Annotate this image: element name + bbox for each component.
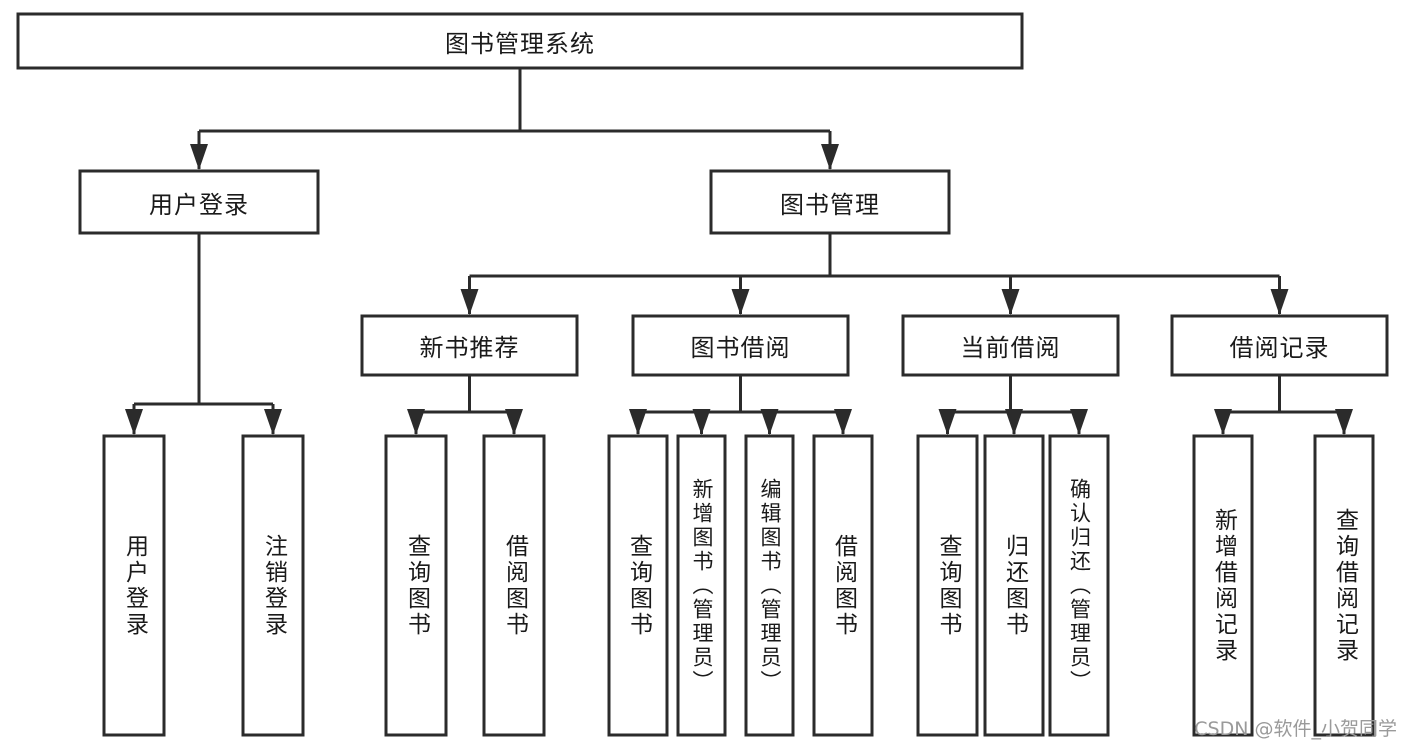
node-root-title[interactable] — [16, 12, 1024, 70]
node-leaf-user-login[interactable] — [102, 434, 166, 737]
node-leaf-query-book-1[interactable] — [384, 434, 448, 737]
arrow-head-icon — [760, 409, 779, 435]
arrow-head-icon — [692, 409, 711, 435]
arrow-head-icon — [1070, 409, 1088, 435]
arrow-head-icon — [190, 144, 208, 170]
node-leaf-return-book[interactable] — [983, 434, 1045, 737]
arrow-head-icon — [1214, 409, 1232, 435]
connector-lines — [132, 68, 1346, 434]
node-user-login[interactable] — [78, 169, 320, 235]
node-leaf-query-book-3[interactable] — [916, 434, 979, 737]
node-leaf-query-book-2[interactable] — [607, 434, 669, 737]
arrow-head-icon — [821, 144, 839, 170]
node-new-book-recommend[interactable] — [360, 314, 579, 377]
arrow-head-icon — [407, 409, 425, 435]
arrow-head-icon — [1270, 289, 1289, 315]
node-leaf-add-borrow-record[interactable] — [1192, 434, 1254, 737]
arrow-head-icon — [1005, 409, 1023, 435]
node-leaf-borrow-book-2[interactable] — [812, 434, 874, 737]
node-leaf-confirm-return-admin[interactable] — [1048, 434, 1110, 737]
node-current-borrow[interactable] — [901, 314, 1120, 377]
arrow-head-icon — [1001, 289, 1020, 315]
node-boxes — [16, 12, 1389, 737]
arrow-head-icon — [629, 409, 647, 435]
node-book-manage[interactable] — [709, 169, 951, 235]
node-leaf-edit-book-admin[interactable] — [744, 434, 795, 737]
node-book-borrow[interactable] — [631, 314, 850, 377]
arrow-head-icon — [834, 409, 852, 435]
node-leaf-query-borrow-record[interactable] — [1313, 434, 1375, 737]
arrow-heads — [125, 144, 1353, 435]
node-leaf-borrow-book-1[interactable] — [482, 434, 546, 737]
arrow-head-icon — [938, 409, 957, 435]
arrow-head-icon — [1335, 409, 1353, 435]
arrow-head-icon — [264, 409, 282, 435]
arrow-head-icon — [125, 409, 143, 435]
node-leaf-add-book-admin[interactable] — [676, 434, 727, 737]
arrow-head-icon — [731, 289, 750, 315]
node-borrow-record[interactable] — [1170, 314, 1389, 377]
arrow-head-icon — [460, 289, 479, 315]
csdn-watermark: CSDN @软件_小贺同学 — [1194, 718, 1397, 740]
arrow-head-icon — [505, 409, 523, 435]
node-leaf-logout-login[interactable] — [241, 434, 305, 737]
